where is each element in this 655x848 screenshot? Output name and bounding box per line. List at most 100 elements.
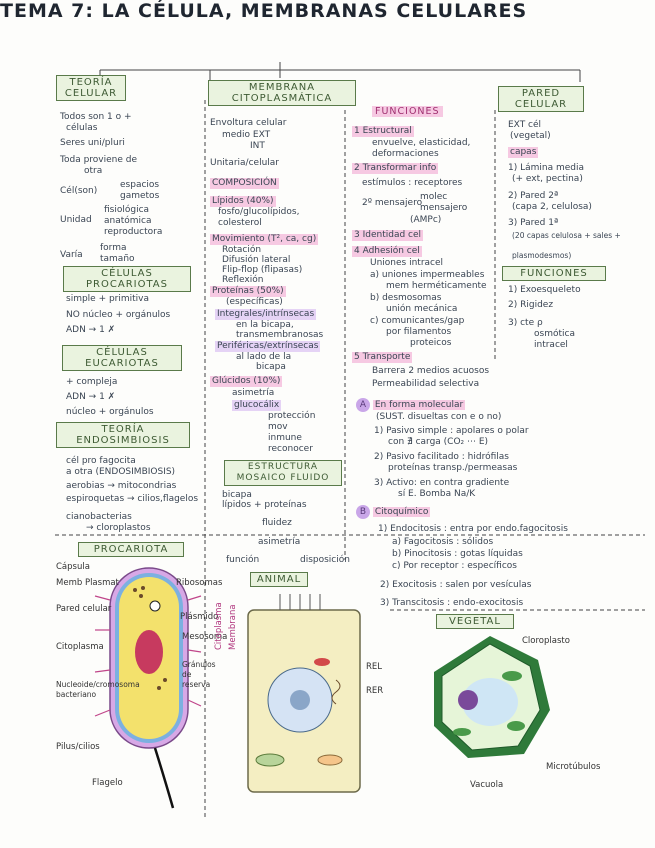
glucidos-line: protección <box>268 411 316 421</box>
procariotas-line: ADN → 1 ✗ <box>66 325 116 335</box>
teoria-line: reproductora <box>104 227 163 237</box>
animal-label: Membrana <box>228 604 238 650</box>
pared-line: 1) Lámina media <box>508 163 585 173</box>
transporte-a-line: proteínas transp./permeasas <box>388 463 518 473</box>
funcion-item: b) desmosomas <box>370 293 442 303</box>
animal-cell-illustration <box>247 594 361 793</box>
pared-funcion: osmótica <box>534 329 575 339</box>
funcion-item: 1 Estructural <box>352 126 414 137</box>
pared-line: EXT cél <box>508 120 542 130</box>
eucariotas-line: núcleo + orgánulos <box>66 407 154 417</box>
lipidos-line: colesterol <box>218 218 262 228</box>
glucidos-line: mov <box>268 422 288 432</box>
proteinas-line: en la bicapa, <box>236 320 294 330</box>
transporte-a-line: 1) Pasivo simple : apolares o polar <box>374 426 529 436</box>
funcion-item: estímulos : receptores <box>362 178 463 188</box>
pared-line: plasmodesmos) <box>512 251 572 260</box>
endosimbiosis-line: → cloroplastos <box>86 523 151 533</box>
proteinas-line: bicapa <box>256 362 286 372</box>
pared-line: 2) Pared 2ª <box>508 191 559 201</box>
animal-diagram-header: ANIMAL <box>250 572 308 587</box>
pared-funcion: 1) Exoesqueleto <box>508 285 581 295</box>
movimiento-line: Rotación <box>222 245 262 255</box>
transporte-b-line: c) Por receptor : específicos <box>392 561 517 571</box>
lipidos-line: fosfo/glucolípidos, <box>218 207 300 217</box>
funcion-item: (AMPc) <box>410 215 442 225</box>
proteinas-line: al lado de la <box>236 352 292 362</box>
endosimbiosis-line: espiroquetas → cilios,flagelos <box>66 494 199 504</box>
pared-funcion: 2) Rigidez <box>508 300 554 310</box>
transporte-b-line: 3) Transcitosis : endo-exocitosis <box>380 598 524 608</box>
procariota-label: Ribosomas <box>176 578 223 588</box>
transporte-a-line: con ∄ carga (CO₂ ⋯ E) <box>388 437 489 447</box>
proteinas-line: (específicas) <box>226 297 283 307</box>
funcion-item: deformaciones <box>372 149 439 159</box>
transporte-b-heading: B Citoquímico <box>356 505 431 519</box>
procariota-diagram-header: PROCARIOTA <box>78 542 184 557</box>
glucidos-line: glucocálix <box>232 400 282 411</box>
transporte-a-sub: (SUST. disueltas con e o no) <box>376 412 502 422</box>
membrana-line: INT <box>250 141 265 151</box>
procariota-label: Gránulos de reserva <box>182 660 216 689</box>
pared-line: (vegetal) <box>510 131 551 141</box>
procariota-label: Memb Plasmat <box>56 578 119 588</box>
membrana-line: Unitaria/celular <box>210 158 279 168</box>
transporte-b-title: Citoquímico <box>372 507 431 517</box>
teoria-line: Toda proviene de <box>60 155 138 165</box>
transporte-a-heading: A En forma molecular <box>356 398 466 412</box>
funcion-item: c) comunicantes/gap <box>370 316 465 326</box>
transporte-b-line: b) Pinocitosis : gotas líquidas <box>392 549 523 559</box>
procariotas-line: simple + primitiva <box>66 294 150 304</box>
procariotas-line: NO núcleo + orgánulos <box>66 310 171 320</box>
funcion-item: proteicos <box>410 338 452 348</box>
eucariotas-line: ADN → 1 ✗ <box>66 392 116 402</box>
teoria-line: gametos <box>120 191 160 201</box>
celulas-eucariotas-header: CÉLULAS EUCARIOTAS <box>62 345 182 371</box>
teoria-line: Varía <box>60 250 83 260</box>
funcion-item: molec <box>420 192 448 202</box>
mosaico-line: fluidez <box>262 518 292 528</box>
teoria-line: forma <box>100 243 127 253</box>
mosaico-line: asimetría <box>258 537 301 547</box>
teoria-line: otra <box>84 166 103 176</box>
teoria-line: células <box>66 123 98 133</box>
endosimbiosis-line: aerobias → mitocondrias <box>66 481 177 491</box>
pared-line: (+ ext, pectina) <box>512 174 583 184</box>
animal-label: RER <box>366 686 384 696</box>
proteinas-line: Proteínas (50%) <box>210 286 286 297</box>
transporte-b-line: a) Fagocitosis : sólidos <box>392 537 494 547</box>
procariota-label: Pared celular <box>56 604 112 614</box>
lipidos-line: Lípidos (40%) <box>210 196 276 207</box>
procariota-cell-illustration <box>94 567 202 809</box>
procariota-label: Nucleoide/cromosoma bacteriano <box>56 680 140 699</box>
celulas-procariotas-header: CÉLULAS PROCARIOTAS <box>63 266 191 292</box>
funcion-item: 4 Adhesión cel <box>352 246 422 257</box>
vegetal-label: Vacuola <box>470 780 504 790</box>
procariota-label: Plásmido <box>180 612 219 622</box>
funcion-item: unión mecánica <box>386 304 458 314</box>
glucidos-line: reconocer <box>268 444 313 454</box>
pared-line: (capa 2, celulosa) <box>512 202 592 212</box>
transporte-a-line: 3) Activo: en contra gradiente <box>374 478 510 488</box>
teoria-line: fisiológica <box>104 205 150 215</box>
mosaico-line: disposición <box>300 555 350 565</box>
pared-line: (20 capas celulosa + sales + <box>512 231 621 240</box>
funcion-item: 2º mensajero <box>362 198 423 208</box>
funciones-header: FUNCIONES <box>372 106 443 117</box>
pared-line: capas <box>508 147 539 158</box>
funcion-item: Uniones intracel <box>370 258 444 268</box>
funcion-item: a) uniones impermeables <box>370 270 485 280</box>
vegetal-label: Microtúbulos <box>546 762 601 772</box>
teoria-line: tamaño <box>100 254 135 264</box>
procariota-label: Citoplasma <box>56 642 104 652</box>
funcion-item: 3 Identidad cel <box>352 230 424 241</box>
teoria-line: anatómica <box>104 216 152 226</box>
endosimbiosis-line: a otra (ENDOSIMBIOSIS) <box>66 467 176 477</box>
glucidos-line: Glúcidos (10%) <box>210 376 283 387</box>
funcion-item: 5 Transporte <box>352 352 413 363</box>
glucidos-line: asimetría <box>232 388 275 398</box>
transporte-a-line: sí E. Bomba Na/K <box>398 489 476 499</box>
funcion-item: Permeabilidad selectiva <box>372 379 480 389</box>
proteinas-line: Periféricas/extrínsecas <box>215 341 321 352</box>
teoria-line: Cél(son) <box>60 186 98 196</box>
